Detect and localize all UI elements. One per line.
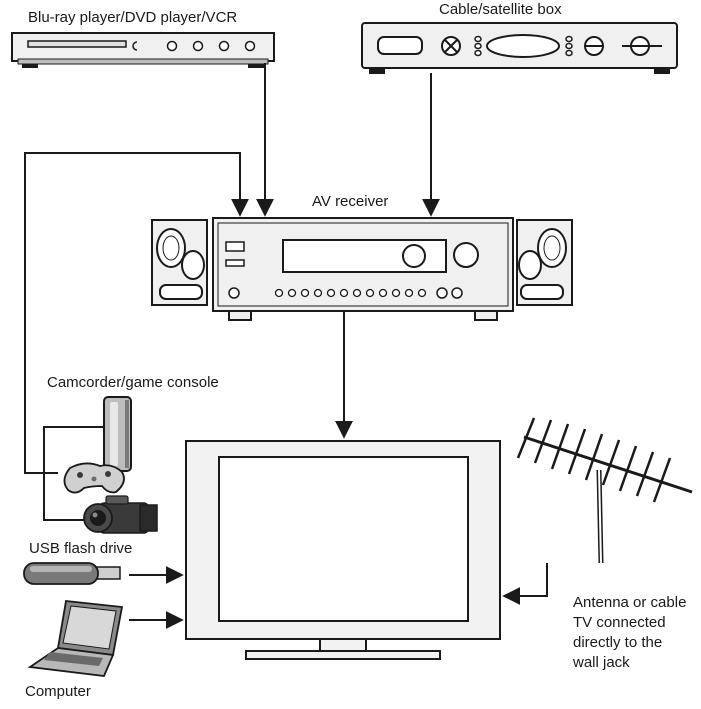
game-console-icon	[103, 396, 132, 472]
right-speaker-icon	[516, 219, 573, 306]
camcorder-to-receiver-arrow	[24, 152, 249, 474]
antenna-icon	[516, 417, 693, 564]
label-antenna-3: directly to the	[573, 634, 662, 651]
av-receiver-icon	[212, 217, 514, 321]
cable-box-icon	[361, 22, 678, 74]
camcorder-bracket	[43, 426, 104, 521]
usb-drive-icon	[23, 562, 121, 585]
television-icon	[185, 440, 501, 660]
label-computer: Computer	[25, 683, 91, 700]
bluray-player-icon	[11, 32, 275, 68]
label-cable-box: Cable/satellite box	[439, 1, 562, 18]
game-controller-icon	[63, 462, 125, 494]
camcorder-icon	[83, 495, 158, 534]
label-receiver: AV receiver	[312, 193, 388, 210]
label-antenna-2: TV connected	[573, 614, 666, 631]
left-speaker-icon	[151, 219, 208, 306]
laptop-icon	[27, 600, 124, 677]
label-camcorder: Camcorder/game console	[47, 374, 219, 391]
antenna-to-tv-arrow	[502, 563, 548, 605]
label-antenna-1: Antenna or cable	[573, 594, 686, 611]
label-antenna-4: wall jack	[572, 654, 630, 671]
connection-lines	[24, 63, 548, 629]
label-usb: USB flash drive	[29, 540, 132, 557]
label-player: Blu-ray player/DVD player/VCR	[28, 9, 237, 26]
